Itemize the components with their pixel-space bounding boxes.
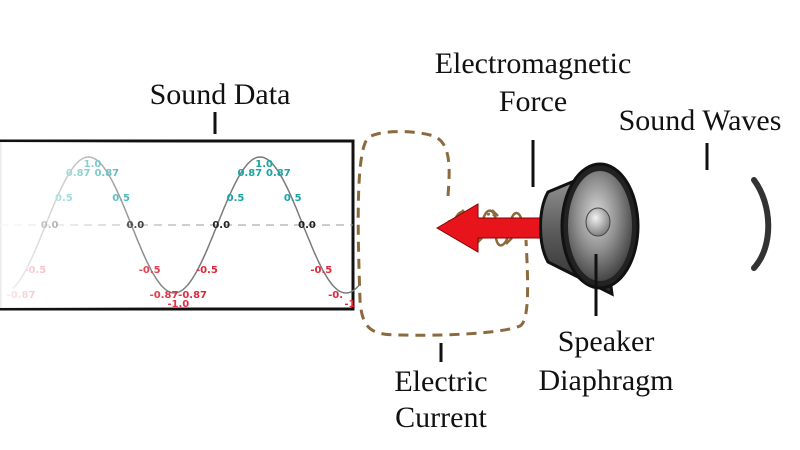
sample-value-label: -0.: [328, 290, 343, 301]
sound-waves-label: Sound Waves: [619, 104, 782, 137]
speaker-icon: [539, 162, 640, 297]
electromagnetic-force-label-line2: Force: [499, 85, 567, 118]
sample-value-label: 1.0: [255, 159, 273, 170]
electric-current-label-line1: Electric: [394, 365, 487, 398]
fade-overlay: [0, 142, 200, 308]
sound-wave-icon: [751, 177, 772, 271]
electric-current-loop: [356, 130, 530, 337]
sample-value-label: 0.0: [298, 220, 316, 231]
sample-value-label: -0.5: [196, 265, 218, 276]
sample-value-label: 0.87: [237, 168, 262, 179]
electric-current-label-line2: Current: [395, 401, 487, 434]
sample-value-label: 0.0: [212, 220, 230, 231]
speaker-diaphragm-label-line2: Diaphragm: [539, 364, 674, 397]
sample-value-label: -1: [344, 299, 355, 310]
speaker-diaphragm-label-line1: Speaker: [558, 325, 655, 358]
electromagnetic-force-label-line1: Electromagnetic: [435, 47, 632, 80]
sample-value-label: -0.5: [310, 265, 332, 276]
sample-value-label: 0.5: [227, 193, 245, 204]
sample-value-label: 0.87: [266, 168, 291, 179]
sound-data-panel: -0.87-0.50.00.50.871.00.870.50.0-0.5-0.8…: [0, 139, 360, 311]
sample-value-label: 0.5: [284, 193, 302, 204]
sound-data-label: Sound Data: [150, 78, 291, 111]
